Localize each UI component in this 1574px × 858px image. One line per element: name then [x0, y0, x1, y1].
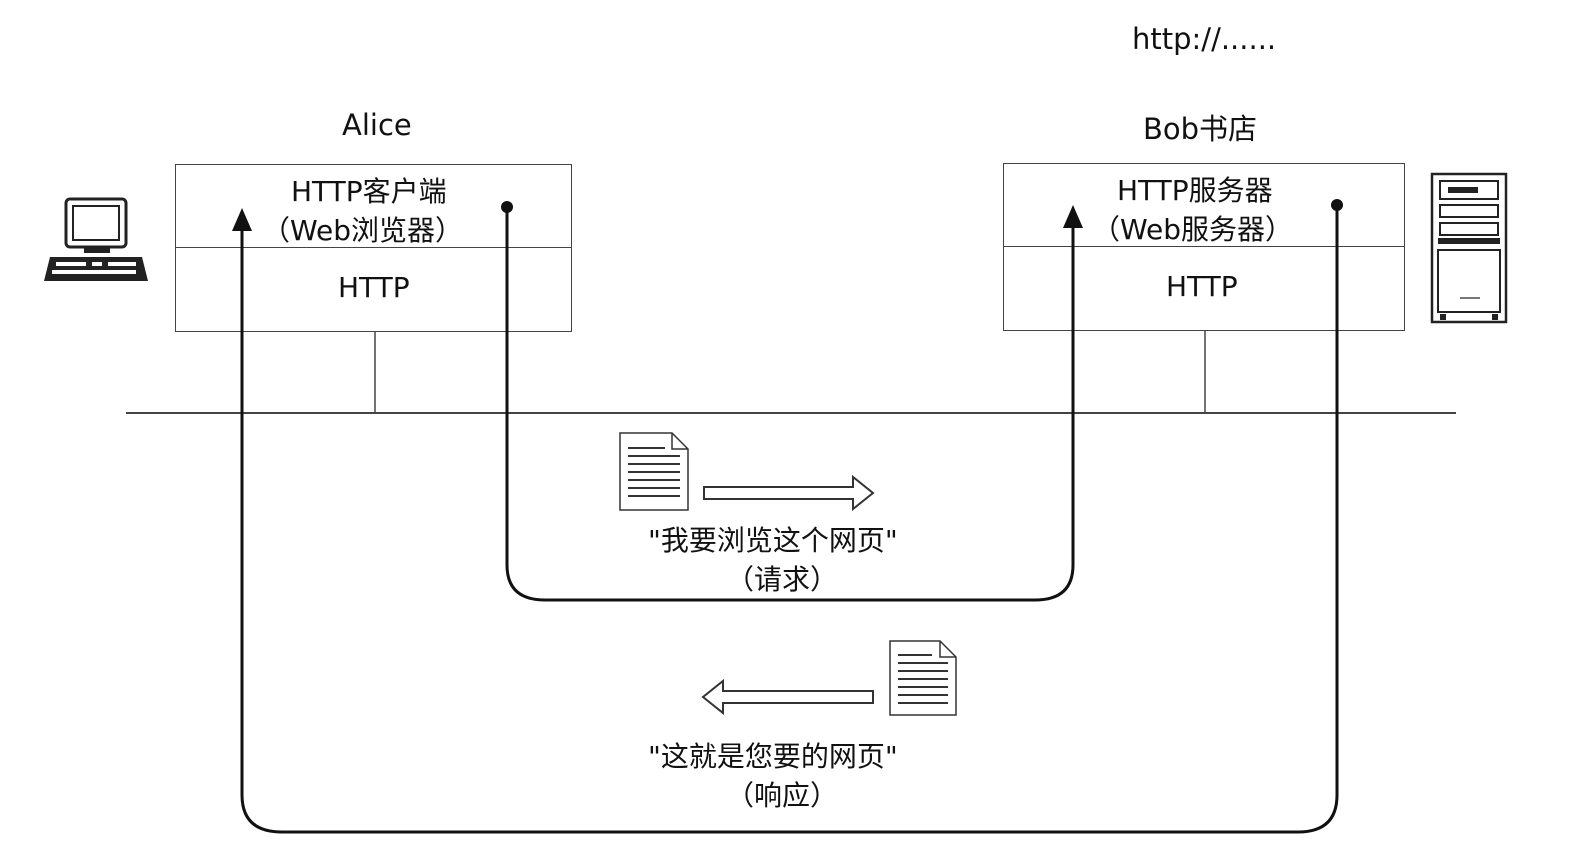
- alice-label: Alice: [342, 108, 412, 142]
- response-message: "这就是您要的网页": [648, 740, 898, 773]
- desktop-computer-icon: [44, 197, 148, 281]
- bob-protocol-label: HTTP: [1166, 270, 1238, 303]
- bob-box-divider: [1004, 246, 1404, 247]
- alice-protocol-label: HTTP: [338, 271, 410, 304]
- response-direction-arrow: [701, 678, 874, 716]
- alice-client-title: HTTP客户端: [291, 175, 447, 208]
- request-path: [505, 207, 1075, 602]
- alice-box-divider: [176, 247, 571, 248]
- bob-label: Bob书店: [1143, 112, 1258, 146]
- request-document-icon: [619, 432, 689, 511]
- alice-client-subtitle: （Web浏览器）: [262, 214, 464, 247]
- bob-server-title: HTTP服务器: [1117, 174, 1273, 207]
- request-label: （请求）: [726, 563, 839, 596]
- response-document-icon: [889, 640, 957, 716]
- bob-server-subtitle: （Web服务器）: [1092, 213, 1294, 246]
- server-tower-icon: [1430, 172, 1508, 324]
- response-arrowhead: [232, 208, 252, 231]
- request-message: "我要浏览这个网页": [648, 524, 898, 557]
- response-label: （响应）: [726, 779, 839, 812]
- request-direction-arrow: [703, 474, 875, 512]
- response-path: [240, 205, 1339, 834]
- request-arrowhead: [1063, 205, 1083, 228]
- response-start-dot: [1331, 199, 1343, 211]
- request-start-dot: [501, 201, 513, 213]
- url-text: http://......: [1132, 22, 1277, 56]
